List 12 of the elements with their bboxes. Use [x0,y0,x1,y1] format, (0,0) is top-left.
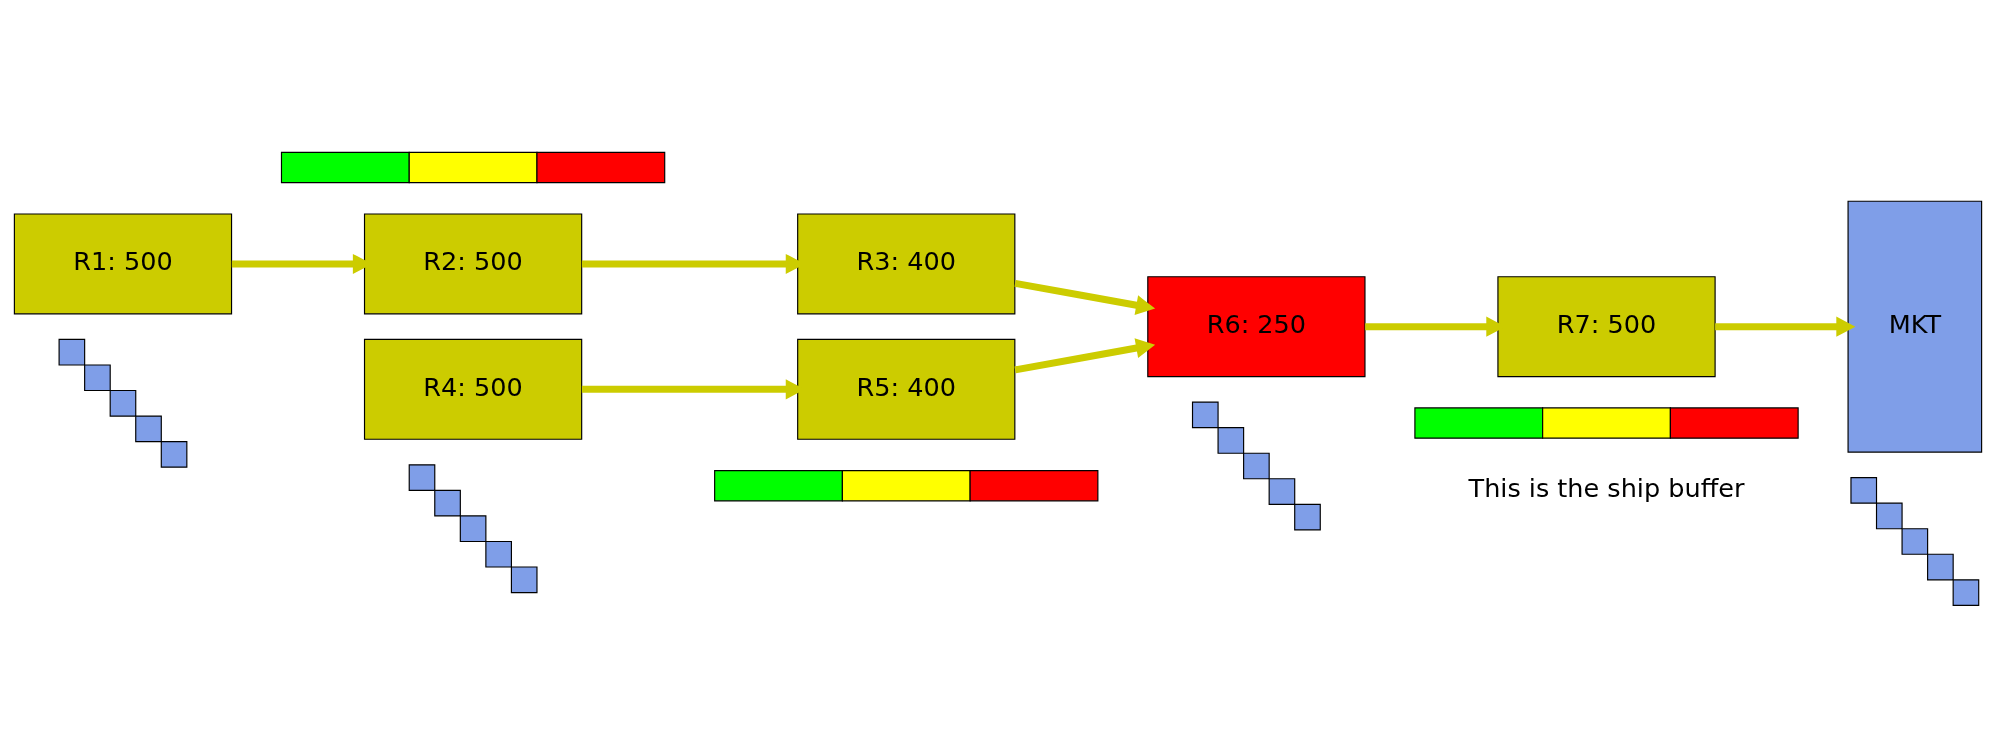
node-box: R3: 400 [796,213,1015,315]
arrow [1714,316,1855,337]
label: This is the ship buffer [1468,472,1744,503]
node-box: R5: 400 [796,338,1015,440]
node-box: R4: 500 [363,338,582,440]
node-box: R2: 500 [363,213,582,315]
node-box: R7: 500 [1496,276,1716,378]
arrow [1013,279,1155,316]
node-box: MKT [1847,200,1982,453]
arrow [1013,338,1155,374]
node-box: R1: 500 [13,213,232,315]
node-box: R6: 250 [1146,276,1366,378]
